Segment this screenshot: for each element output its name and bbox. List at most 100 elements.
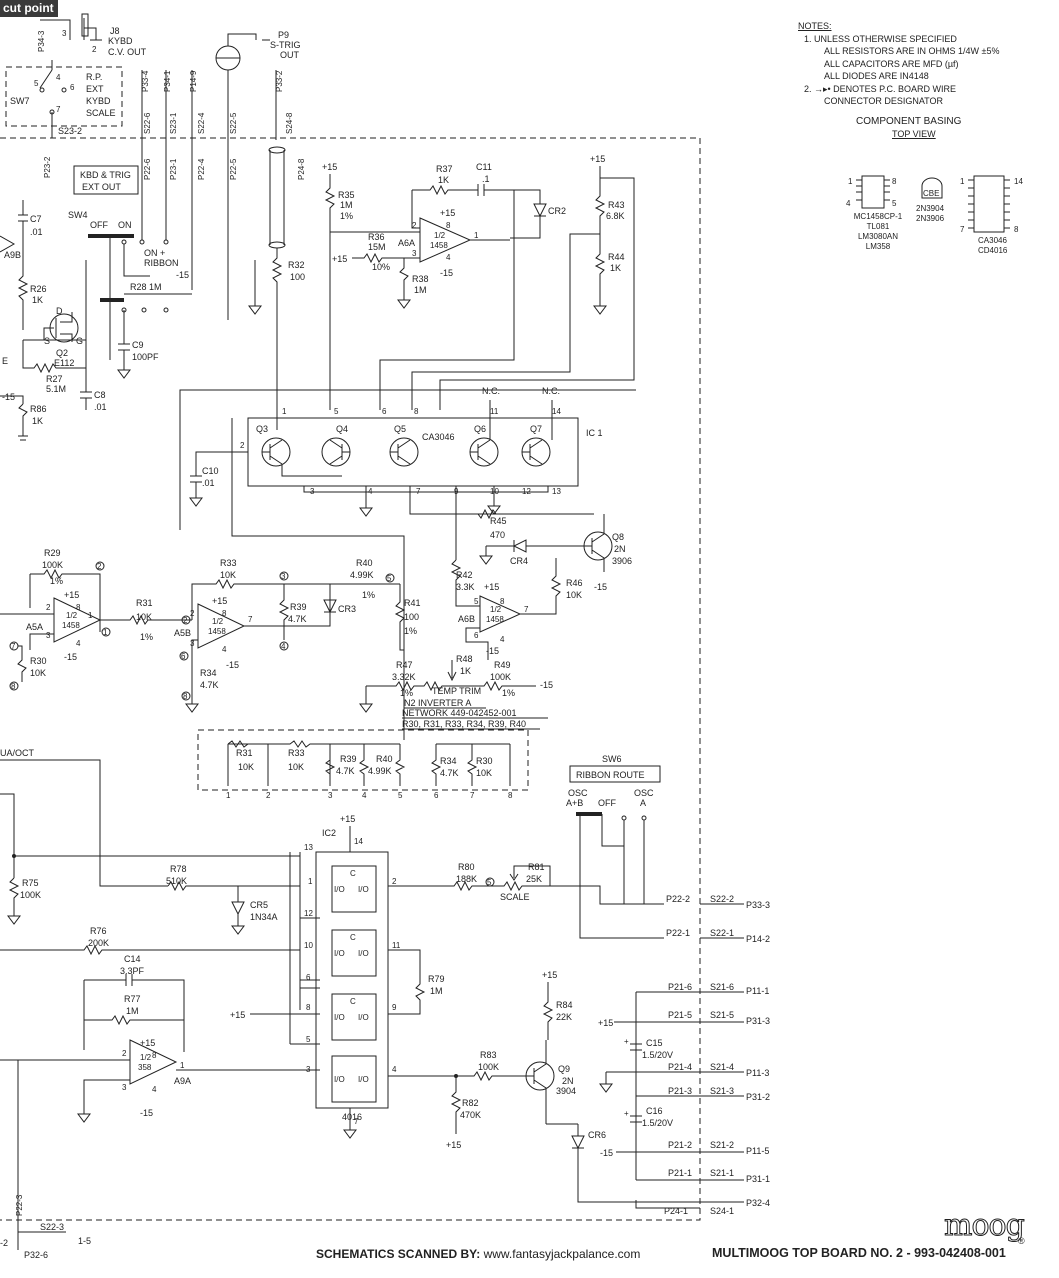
- left-fragment: C7 .01 A9B R26 1K D S G Q2 E112 E R27 5.…: [0, 200, 159, 441]
- p22-4-label: P22-4: [197, 158, 206, 180]
- pkg3-pin8: 8: [1014, 225, 1019, 234]
- r76-label: R76: [90, 926, 107, 936]
- pkg3-pin14: 14: [1014, 177, 1023, 186]
- q5: [389, 437, 419, 467]
- a5a-label: A5A: [26, 622, 43, 632]
- r78-value: 510K: [166, 876, 187, 886]
- net-r33: R33: [288, 748, 305, 758]
- i5-label: 1-5: [78, 1236, 91, 1246]
- svg-text:8: 8: [152, 1051, 157, 1060]
- net-r34v: 4.7K: [440, 768, 459, 778]
- r48-value: 1K: [460, 666, 471, 676]
- svg-text:3: 3: [328, 791, 333, 800]
- r77-label: R77: [124, 994, 141, 1004]
- svg-text:8: 8: [76, 603, 81, 612]
- a5b-half: 1/2: [212, 617, 224, 626]
- a6a-label: A6A: [398, 238, 415, 248]
- svg-text:5: 5: [387, 574, 392, 583]
- a6a-pin1: 1: [474, 231, 479, 240]
- a6b-half: 1/2: [490, 605, 502, 614]
- r30-value: 10K: [30, 668, 46, 678]
- c10-value: .01: [202, 478, 215, 488]
- r32: R32 100: [248, 248, 305, 430]
- s24-1-label: S24-1: [710, 1206, 734, 1216]
- p21-6-label: P21-6: [668, 982, 692, 992]
- a9a-half: 1/2: [140, 1053, 152, 1062]
- svg-text:+: +: [624, 1109, 629, 1118]
- svg-text:2: 2: [122, 1049, 127, 1058]
- e-fragment: E: [2, 356, 8, 366]
- a6a-pin3: 3: [412, 249, 417, 258]
- svg-text:2: 2: [190, 609, 195, 618]
- cut-point-label: cut point: [0, 0, 58, 17]
- r81-label: R81: [528, 862, 545, 872]
- kbd-trig-box: KBD & TRIG EXT OUT: [73, 165, 139, 195]
- svg-text:1: 1: [226, 791, 231, 800]
- r38-value: 1M: [414, 285, 427, 295]
- s21-6-label: S21-6: [710, 982, 734, 992]
- p24-1-label: P24-1: [664, 1206, 688, 1216]
- q2-s: S: [44, 336, 50, 346]
- svg-text:7: 7: [354, 1117, 359, 1126]
- a9b-label: A9B: [4, 250, 21, 260]
- q5-label: Q5: [394, 424, 406, 434]
- svg-text:6: 6: [382, 407, 387, 416]
- note-2a: 2. →▸• DENOTES P.C. BOARD WIRE: [804, 83, 957, 94]
- s23-2-label: S23-2: [58, 126, 82, 136]
- sw6-off: OFF: [598, 798, 616, 808]
- pkg2-name: 2N3904: [916, 204, 945, 213]
- c14-label: C14: [124, 954, 141, 964]
- p33-3-label: P33-3: [746, 900, 770, 910]
- pkg3-pin7: 7: [960, 225, 965, 234]
- scale-label: SCALE: [500, 892, 530, 902]
- a9a-label: A9A: [174, 1076, 191, 1086]
- r79-label: R79: [428, 974, 445, 984]
- top-connectors: J8 KYBD C.V. OUT P34-3 2 3 P9 S-TRIG OUT…: [10, 13, 306, 320]
- scanned-url: www.fantasyjackpalance.com: [483, 1247, 641, 1261]
- c11-value: .1: [482, 174, 490, 184]
- q2-g: G: [76, 336, 83, 346]
- cr5-value: 1N34A: [250, 912, 278, 922]
- s21-2-label: S21-2: [710, 1140, 734, 1150]
- a6a-half: 1/2: [434, 231, 446, 240]
- s22-2-label: S22-2: [710, 894, 734, 904]
- svg-text:4: 4: [281, 642, 286, 651]
- svg-text:8: 8: [500, 597, 505, 606]
- r43-p15: +15: [590, 154, 605, 164]
- a6b-n15: -15: [486, 646, 499, 656]
- p9-strig: S-TRIG: [270, 40, 301, 50]
- n2-inverter: N2 INVERTER A: [404, 698, 471, 708]
- svg-text:7: 7: [470, 791, 475, 800]
- sw6-ribbon-route: SW6 RIBBON ROUTE OSC A+B OFF OSC A: [566, 754, 664, 939]
- frag-2: -2: [0, 1238, 8, 1248]
- j8-pin2: 2: [92, 45, 97, 54]
- ic2-io1b: I/O: [358, 885, 369, 894]
- a5b-label: A5B: [174, 628, 191, 638]
- temp-trim: R47 3.32K 1% R48 1K TEMP TRIM R49 100K 1…: [359, 654, 553, 730]
- svg-text:9: 9: [392, 1003, 397, 1012]
- r37-value: 1K: [438, 175, 449, 185]
- r47-label: R47: [396, 660, 413, 670]
- pkg2-names: 2N3904 2N3906: [916, 204, 944, 224]
- q8-v1: 2N: [614, 544, 626, 554]
- r29-label: R29: [44, 548, 61, 558]
- a5a-1458: 1458: [62, 621, 80, 630]
- r83-value: 100K: [478, 1062, 499, 1072]
- p14-2-label: P14-2: [746, 934, 770, 944]
- r32-label: R32: [288, 260, 305, 270]
- j8-pin3: 3: [62, 29, 67, 38]
- svg-text:8: 8: [414, 407, 419, 416]
- svg-text:1: 1: [308, 877, 313, 886]
- right-connectors: P21-6 S21-6 P11-1 +15 P21-5 S21-5 P31-3 …: [598, 894, 770, 1216]
- r38-label: R38: [412, 274, 429, 284]
- r31-label: R31: [136, 598, 153, 608]
- net-r39: R39: [340, 754, 357, 764]
- c8-label: C8: [94, 390, 106, 400]
- kbd-trig-2: EXT OUT: [82, 182, 121, 192]
- q6-label: Q6: [474, 424, 486, 434]
- c9-label: C9: [132, 340, 144, 350]
- cr6-label: CR6: [588, 1130, 606, 1140]
- r44-label: R44: [608, 252, 625, 262]
- p21-2-label: P21-2: [668, 1140, 692, 1150]
